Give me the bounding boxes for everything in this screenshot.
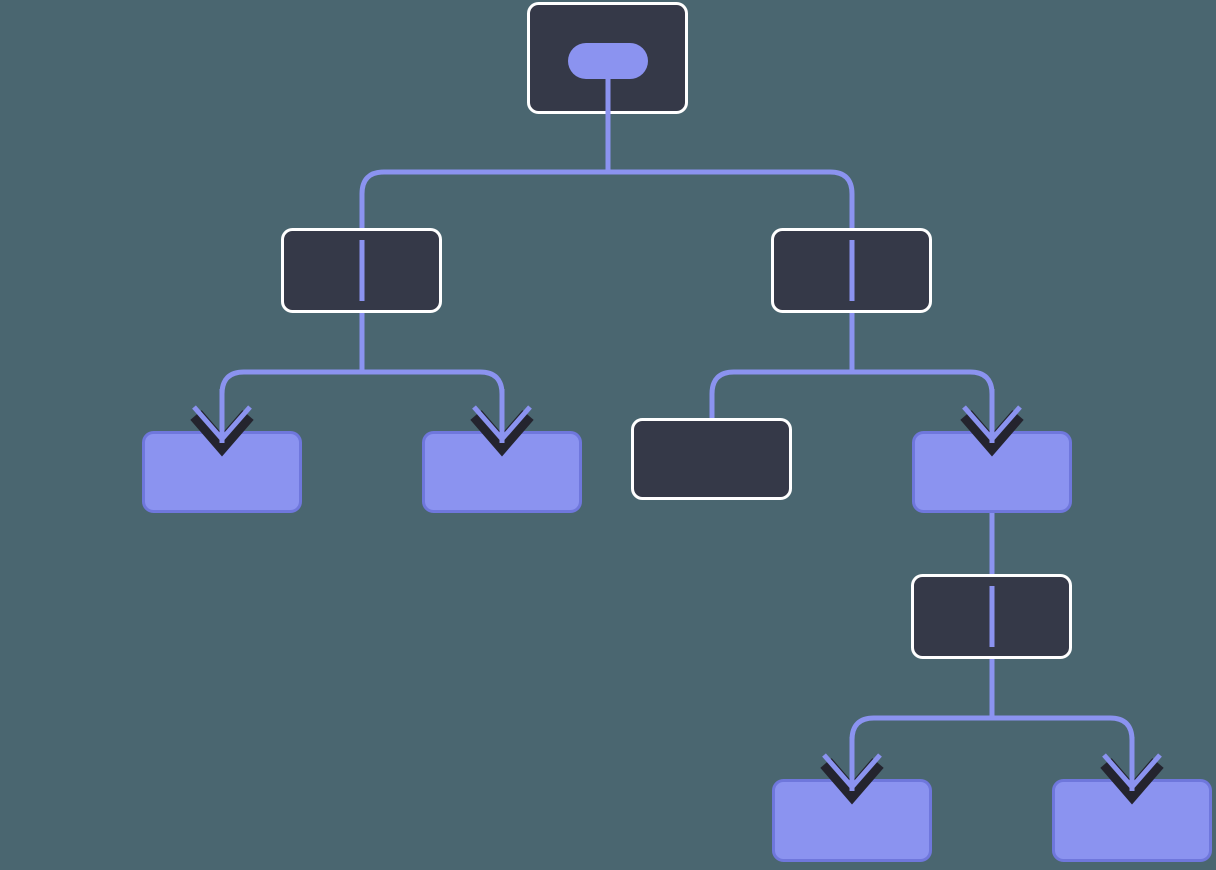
arrowhead-icon <box>470 410 534 457</box>
node-body[interactable] <box>631 418 792 500</box>
arrowhead-chevron <box>960 410 1024 457</box>
connector-level1-right-to-node-c <box>709 369 852 418</box>
arrowhead-icon <box>960 410 1024 457</box>
connector-layer <box>219 114 1135 779</box>
node-layer <box>142 2 1212 862</box>
arrowhead-chevron <box>190 410 254 457</box>
level2-node-c[interactable] <box>631 418 792 500</box>
level1-left-node[interactable] <box>281 228 442 313</box>
arrow-line-chevron-overlay <box>962 405 1022 443</box>
arrowhead-chevron <box>1100 758 1164 805</box>
arrow-line-chevron-overlay <box>472 405 532 443</box>
root-pill-shape <box>568 43 648 79</box>
connector-root-to-level1-left <box>359 169 608 228</box>
arrowhead-icon <box>190 410 254 457</box>
arrowhead-icon <box>820 758 884 805</box>
arrow-line-chevron-overlay <box>1102 753 1162 791</box>
arrowhead-chevron <box>820 758 884 805</box>
arrow-line-chevron-overlay <box>822 753 882 791</box>
level1-right-node[interactable] <box>771 228 932 313</box>
root-node[interactable] <box>527 2 688 115</box>
arrowhead-chevron <box>470 410 534 457</box>
connector-root-to-level1-right <box>608 169 855 228</box>
arrowhead-icon <box>1100 758 1164 805</box>
arrow-line-chevron-overlay <box>192 405 252 443</box>
arrowhead-layer <box>190 389 1164 805</box>
level3-node-a[interactable] <box>911 574 1072 659</box>
